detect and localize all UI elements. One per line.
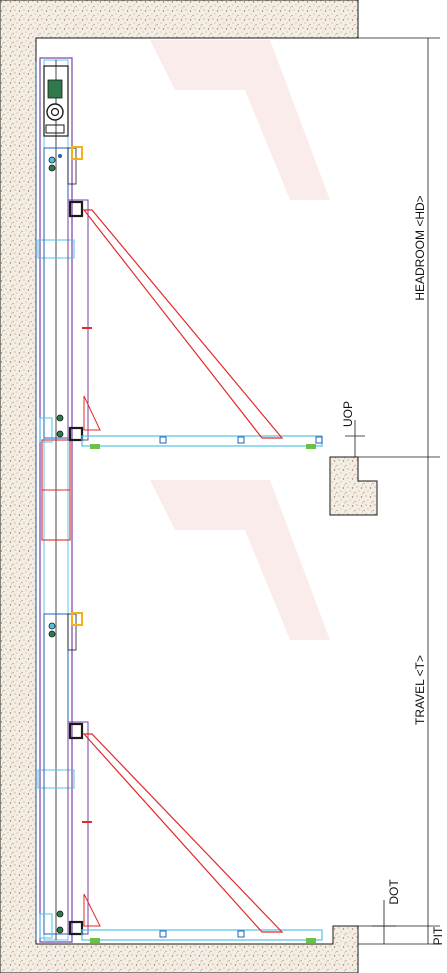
headroom-label: HEADROOM <HD>	[413, 195, 427, 300]
travel-label: TRAVEL <T>	[413, 655, 427, 725]
dot-label: DOT	[387, 879, 401, 905]
watermark-logo	[150, 40, 330, 640]
uop-label: UOP	[341, 401, 355, 427]
drive-unit	[43, 65, 69, 137]
landing-slab	[329, 456, 378, 516]
lower-platform	[39, 612, 323, 943]
pit-label: PIT	[431, 926, 445, 945]
guide-rail	[35, 57, 75, 943]
dimension-lines	[345, 37, 440, 945]
upper-platform	[39, 146, 323, 449]
